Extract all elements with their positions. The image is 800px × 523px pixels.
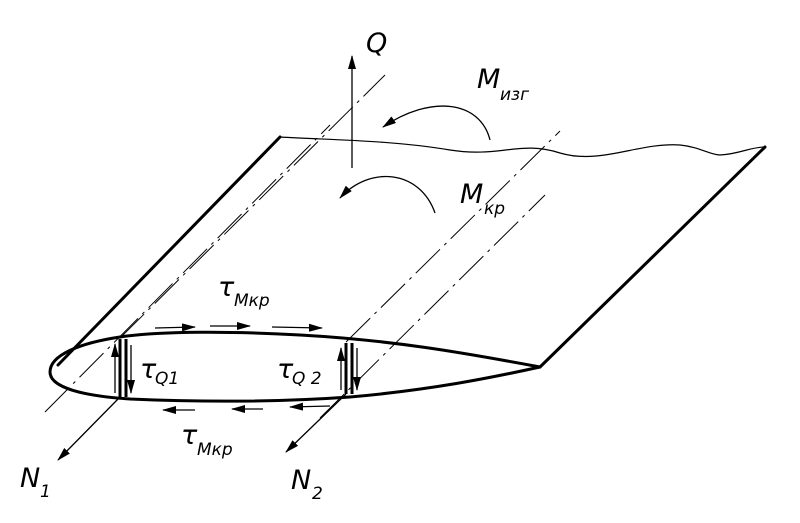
tau-top-arrow-3	[271, 323, 323, 332]
label-tau-q2: τ	[277, 354, 294, 385]
spar-axis-1a	[44, 124, 331, 413]
label-m-kr-sub: кр	[484, 199, 505, 219]
label-tau-q1-sub: Q1	[155, 369, 179, 389]
label-tau-mkr-top-sub: Mкр	[234, 291, 270, 311]
tau-bottom-arrow-3	[289, 402, 331, 411]
wing-trailing-edge-line	[538, 145, 767, 369]
spar-axis-1b	[119, 74, 386, 339]
label-tau-mkr-top: τ	[218, 272, 235, 303]
label-m-izg-sub: изг	[500, 85, 529, 105]
label-tau-mkr-bottom: τ	[181, 420, 198, 451]
label-tau-q1: τ	[140, 354, 157, 385]
label-tau-q2-sub: Q 2	[292, 369, 322, 389]
spar-axis-2b	[345, 130, 561, 343]
spar-axis-2a	[319, 194, 546, 419]
n1-arrow	[57, 396, 121, 461]
label-n2-sub: 2	[312, 484, 323, 504]
wing-leading-edge-line	[56, 135, 282, 367]
label-n2: N	[291, 465, 311, 496]
label-n1: N	[20, 463, 40, 494]
label-n1-sub: 1	[40, 482, 51, 502]
label-m-izg: M	[477, 64, 500, 95]
label-m-kr: M	[460, 179, 483, 210]
label-q: Q	[366, 28, 387, 59]
label-tau-mkr-bottom-sub: Mкр	[197, 440, 233, 460]
n2-arrow	[285, 393, 347, 453]
airfoil-section	[48, 330, 542, 403]
wing-cut-edge	[279, 136, 766, 157]
m-kr-arrow	[339, 175, 436, 214]
m-izg-arrow	[382, 105, 491, 141]
tau-top-arrow-1	[154, 323, 196, 332]
